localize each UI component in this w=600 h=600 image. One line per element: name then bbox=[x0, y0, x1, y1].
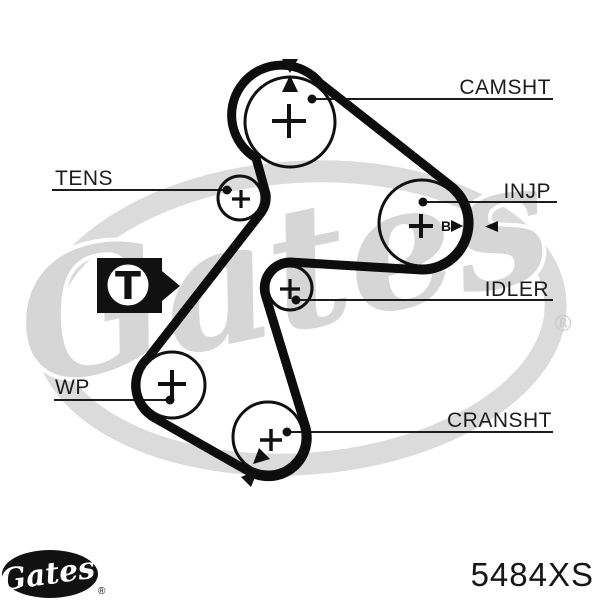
idler-leader-dot bbox=[291, 295, 301, 305]
injection-pump-timing-marks bbox=[451, 220, 498, 232]
crankshaft-leader-dot bbox=[282, 427, 292, 437]
tension-icon-circle bbox=[107, 264, 149, 306]
gates-logo-registered-icon: ® bbox=[98, 586, 106, 597]
crankshaft-label: CRANSHT bbox=[447, 409, 552, 432]
tensioner-center-mark bbox=[232, 190, 250, 208]
camshaft-label: CAMSHT bbox=[459, 76, 551, 99]
camshaft-leader-dot bbox=[307, 94, 317, 104]
timing-belt bbox=[131, 60, 474, 482]
watermark-swoosh-ellipse bbox=[33, 160, 567, 476]
gates-logo-ellipse bbox=[2, 550, 98, 598]
injection-pump-label: INJP bbox=[503, 180, 551, 203]
water-pump-label: WP bbox=[55, 376, 90, 399]
tension-icon-pointer bbox=[162, 271, 180, 301]
gates-logo: Gates ® bbox=[0, 550, 106, 599]
timing-marks bbox=[241, 59, 498, 487]
tensioner-label: TENS bbox=[55, 167, 113, 190]
leader-dots bbox=[165, 94, 428, 437]
leader-lines bbox=[52, 98, 557, 433]
injection-pump-center-mark bbox=[409, 214, 433, 238]
idler-label: IDLER bbox=[485, 278, 549, 301]
watermark-registered-icon: ® bbox=[552, 312, 574, 337]
crankshaft-center-mark bbox=[260, 429, 282, 451]
tension-icon: T bbox=[97, 258, 180, 313]
injection-pump-leader-dot bbox=[418, 197, 428, 207]
part-number: 5484XS bbox=[471, 556, 594, 593]
camshaft-timing-marks bbox=[282, 59, 298, 92]
tension-icon-letter: T bbox=[115, 264, 141, 308]
pulley-center-marks bbox=[158, 104, 433, 451]
idler-center-mark bbox=[280, 279, 300, 299]
crankshaft-timing-marks bbox=[241, 448, 270, 487]
injection-timing-letter: B bbox=[441, 218, 451, 234]
water-pump-center-mark bbox=[158, 370, 186, 398]
component-labels: CAMSHT TENS INJP IDLER WP CRANSHT bbox=[55, 76, 552, 432]
tensioner-leader-dot bbox=[222, 185, 232, 195]
camshaft-center-mark bbox=[272, 104, 306, 138]
